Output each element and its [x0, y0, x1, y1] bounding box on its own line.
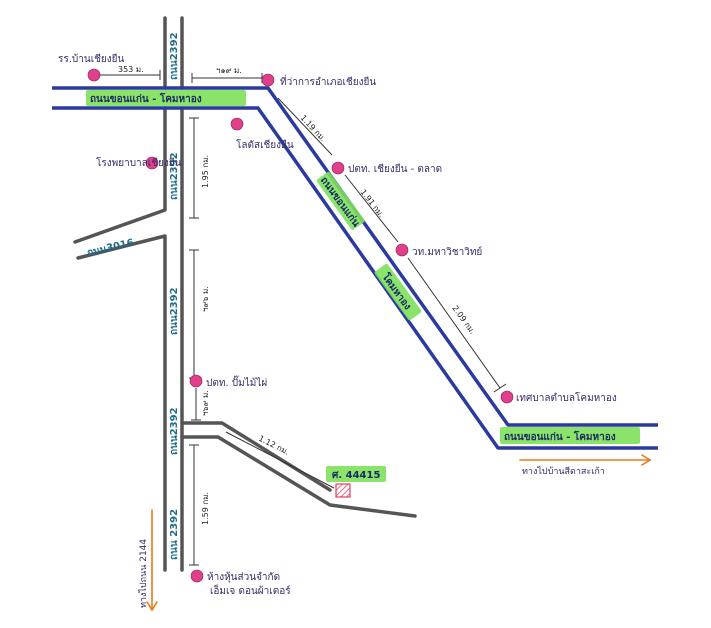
direction-arrow-icon — [641, 454, 652, 466]
direction-arrows — [146, 454, 652, 612]
direction-arrow-icon — [146, 601, 158, 612]
dimline-target — [225, 431, 335, 489]
road-label-2392-bottom: ถนน 2392 — [169, 509, 180, 560]
road-to-target-lower — [180, 435, 417, 518]
highlight-diag-2 — [374, 263, 422, 321]
label-hospital: โรงพยาบาลเชียงยืน — [96, 156, 182, 169]
circle-marker-icon — [230, 117, 244, 131]
direction-east: ทางไปบ้านสีดาสะเก้า — [522, 466, 605, 477]
main-road-label-bottom: ถนนขอนแก่น - โคมหาอง — [504, 430, 616, 443]
distance-lotus: 1.95 กม. — [201, 155, 210, 188]
circle-marker-icon — [500, 390, 514, 404]
road-3016 — [76, 234, 167, 572]
label-district-office: ที่ว่าการอำเภอเชียงยืน — [280, 74, 376, 88]
dimline-college — [344, 174, 399, 243]
dimline-ptt-market — [277, 97, 333, 156]
label-ptt-market: ปตท. เชียงยืน - ตลาด — [348, 163, 442, 175]
highlight-diag-1 — [316, 171, 365, 230]
road-label-2392-west: ถนน2392 — [169, 152, 180, 200]
circle-marker-icon — [331, 161, 345, 175]
road-label-3016: ถนน3016 — [86, 237, 135, 258]
circle-marker-icon — [87, 68, 101, 82]
main-road-upper-edge — [52, 86, 658, 427]
highlight-main-bottom — [500, 427, 640, 444]
circle-marker-icon — [261, 73, 275, 87]
label-school: รร.บ้านเชียงยืน — [58, 53, 125, 65]
road-label-2392-north: ถนน2392 — [169, 32, 180, 80]
circle-marker-icon — [190, 569, 204, 583]
distance-junction: ฯ๖๙ ม. — [201, 390, 210, 416]
label-shop: ห้างหุ้นส่วนจำกัด — [207, 571, 280, 583]
distance-ptt2: ฯ๙๖ ม. — [201, 286, 210, 312]
label-shop-sub: เอ็มเจ ดอนผ้าเตอร์ — [210, 583, 291, 597]
distance-district: ฯ๑๙ ม. — [216, 66, 242, 75]
dimline-municipality — [407, 257, 501, 389]
distance-school: 353 ม. — [118, 65, 144, 74]
main-road-label-top: ถนนขอนแก่น - โคมหาอง — [90, 92, 202, 105]
distance-lines — [100, 70, 507, 566]
road-label-highlights — [86, 90, 640, 482]
label-college: วท.มหาวิชาวิทย์ — [412, 246, 482, 258]
distance-college: 1.91 กม. — [358, 188, 385, 220]
circle-marker-icon — [145, 156, 159, 170]
road-label-2392-mid: ถนน2392 — [169, 287, 180, 335]
road-2392-west-edge — [73, 106, 167, 244]
label-municipality: เทศบาลตำบลโคมหาอง — [516, 391, 617, 404]
circle-marker-icon — [189, 374, 203, 388]
distance-municipality: 2.09 กม. — [450, 304, 477, 336]
road-label-2392-lower: ถนน2392 — [169, 407, 180, 455]
distance-shop: 1.59 กม. — [201, 492, 210, 525]
hatched-square-icon — [335, 483, 351, 498]
circle-marker-icon — [395, 243, 409, 257]
place-markers — [87, 68, 514, 583]
label-ptt-2: ปตท. ปั๊มไม้ไผ่ — [206, 375, 267, 389]
highlight-target — [326, 466, 386, 482]
highlight-main-top — [86, 90, 246, 106]
label-target: ศ. 44415 — [332, 470, 380, 481]
road-to-target-upper — [180, 421, 332, 492]
direction-south: ทางไปถนน 2144 — [138, 539, 149, 608]
label-lotus: โลตัสเชียงยืน — [236, 138, 294, 151]
gray-roads — [73, 16, 417, 572]
